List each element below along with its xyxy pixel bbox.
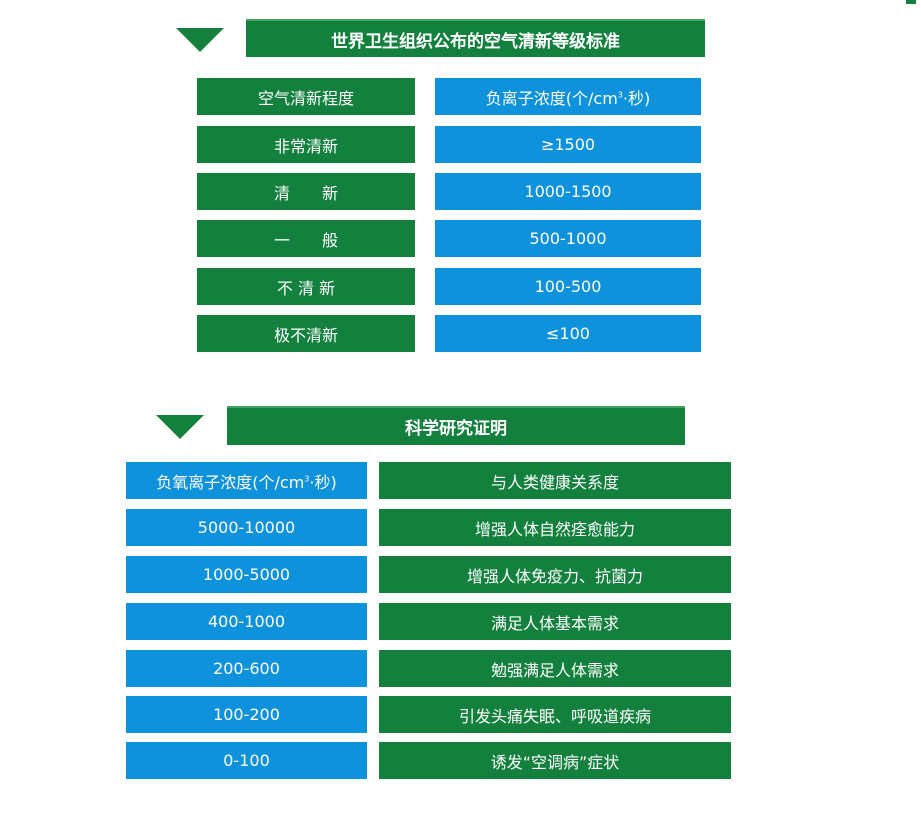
header-unit-sup: 3 [304, 474, 310, 484]
effect-text: 引发头痛失眠、呼吸道疾病 [458, 706, 651, 726]
table-row-value: 500-1000 [435, 220, 701, 257]
effect-text: 满足人体基本需求 [490, 613, 619, 633]
header-unit-prefix: 负氧离子浓度(个/cm [156, 472, 305, 492]
value-text: ≤100 [546, 324, 590, 343]
section1-header-level-text: 空气清新程度 [257, 88, 354, 108]
section2-arrow-icon [156, 415, 204, 439]
table-row-value: ≤100 [435, 315, 701, 352]
header-unit-sup: 3 [617, 90, 623, 100]
section1-title-text: 世界卫生组织公布的空气清新等级标准 [331, 31, 620, 52]
table-row-effect: 满足人体基本需求 [379, 603, 731, 640]
header-unit-suffix: ·秒) [622, 88, 651, 108]
level-text: 非常清新 [273, 136, 338, 156]
value-text: 100-500 [534, 277, 602, 296]
table-row-level: 不 清 新 [197, 268, 415, 305]
table-row-value: 0-100 [126, 742, 367, 779]
section2-title: 科学研究证明 [227, 406, 685, 445]
section2-header-concentration-text: 负氧离子浓度(个/cm3·秒) [156, 469, 336, 493]
table-row-level: 极不清新 [197, 315, 415, 352]
section2-header-health: 与人类健康关系度 [379, 462, 731, 499]
section2-header-concentration: 负氧离子浓度(个/cm3·秒) [126, 462, 367, 499]
table-row-effect: 勉强满足人体需求 [379, 650, 731, 687]
table-row-value: 1000-1500 [435, 173, 701, 210]
value-text: 5000-10000 [197, 518, 296, 537]
header-unit-suffix: ·秒) [309, 472, 337, 492]
section2-header-health-text: 与人类健康关系度 [490, 472, 619, 492]
value-text: 500-1000 [529, 229, 607, 248]
section1-arrow-icon [176, 28, 224, 52]
table-row-value: 5000-10000 [126, 509, 367, 546]
section1-header-concentration-text: 负离子浓度(个/cm3·秒) [486, 85, 650, 109]
value-text: 400-1000 [207, 612, 286, 631]
value-text: 1000-5000 [202, 565, 291, 584]
effect-text: 增强人体自然痊愈能力 [474, 519, 635, 539]
level-text: 极不清新 [273, 325, 338, 345]
table-row-value: 100-200 [126, 696, 367, 733]
effect-text: 诱发“空调病”症状 [490, 752, 620, 772]
value-text: 200-600 [213, 659, 280, 678]
value-text: 0-100 [223, 751, 270, 770]
table-row-level: 一 般 [197, 220, 415, 257]
value-text: ≥1500 [540, 135, 596, 154]
level-text: 不 清 新 [276, 278, 336, 298]
table-row-effect: 诱发“空调病”症状 [379, 742, 731, 779]
table-row-value: ≥1500 [435, 126, 701, 163]
section2-title-text: 科学研究证明 [405, 419, 507, 439]
table-row-value: 200-600 [126, 650, 367, 687]
table-row-level: 清 新 [197, 173, 415, 210]
table-row-value: 100-500 [435, 268, 701, 305]
table-row-value: 1000-5000 [126, 556, 367, 593]
section1-header-level: 空气清新程度 [197, 78, 415, 115]
table-row-effect: 增强人体免疫力、抗菌力 [379, 556, 731, 593]
effect-text: 勉强满足人体需求 [490, 660, 619, 680]
table-row-effect: 引发头痛失眠、呼吸道疾病 [379, 696, 731, 733]
value-text: 1000-1500 [524, 182, 612, 201]
header-unit-prefix: 负离子浓度(个/cm [485, 88, 618, 108]
value-text: 100-200 [213, 705, 280, 724]
table-row-value: 400-1000 [126, 603, 367, 640]
level-text: 一 般 [273, 230, 338, 250]
corner-mark [906, 0, 916, 4]
table-row-effect: 增强人体自然痊愈能力 [379, 509, 731, 546]
section1-title: 世界卫生组织公布的空气清新等级标准 [246, 19, 705, 57]
level-text: 清 新 [273, 183, 338, 203]
table-row-level: 非常清新 [197, 126, 415, 163]
effect-text: 增强人体免疫力、抗菌力 [466, 566, 643, 586]
section1-header-concentration: 负离子浓度(个/cm3·秒) [435, 78, 701, 115]
